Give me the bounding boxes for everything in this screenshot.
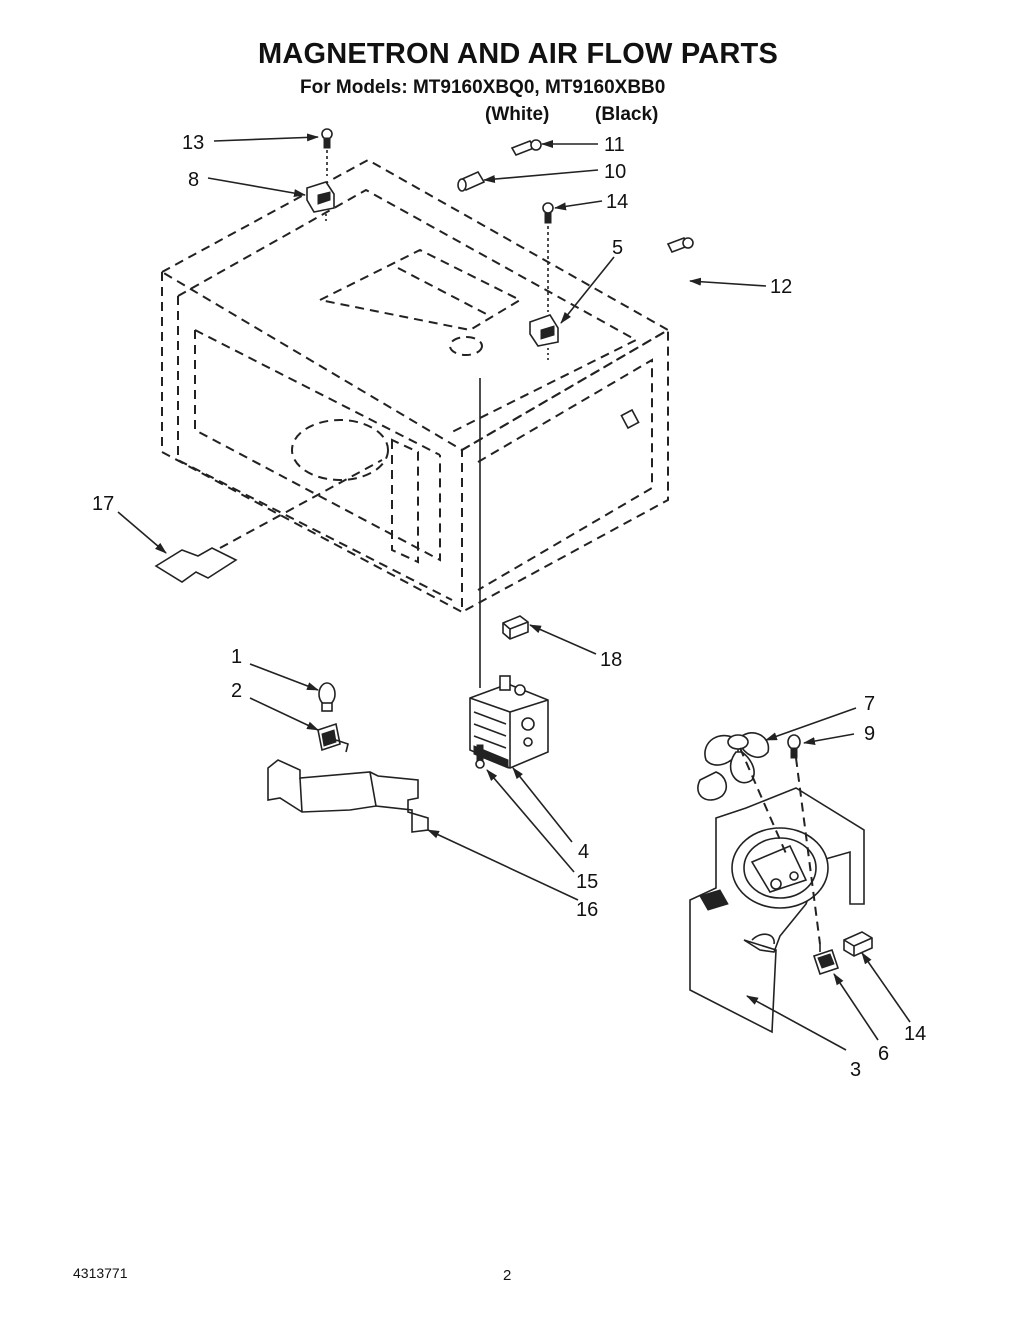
block-13 bbox=[843, 931, 873, 957]
callout-9: 9 bbox=[864, 723, 875, 745]
callout-6: 6 bbox=[878, 1043, 889, 1065]
block-18 bbox=[502, 615, 529, 640]
variant-black-label: (Black) bbox=[595, 104, 659, 125]
callout-10: 10 bbox=[604, 161, 626, 183]
pad-guide-line bbox=[219, 459, 383, 549]
fan-motor-connector-6 bbox=[812, 944, 840, 976]
callout-14-left: 13 bbox=[182, 132, 204, 154]
lamp-1 bbox=[318, 682, 336, 712]
page-title: MAGNETRON AND AIR FLOW PARTS bbox=[257, 38, 779, 70]
leader-lines bbox=[117, 133, 911, 1051]
callout-1: 1 bbox=[231, 646, 242, 668]
fan-shroud-3 bbox=[689, 787, 865, 1034]
magnetron-4 bbox=[469, 675, 549, 769]
lamp-socket-2 bbox=[317, 722, 349, 753]
screw-12 bbox=[666, 236, 694, 254]
motor-guide-line bbox=[795, 757, 821, 945]
callout-5: 5 bbox=[612, 237, 623, 259]
callout-labels: 13 8 11 10 14 5 12 17 18 1 2 7 9 4 15 16… bbox=[92, 132, 926, 1081]
callout-16: 16 bbox=[576, 899, 598, 921]
callout-17: 17 bbox=[92, 493, 114, 515]
fan-blade-7 bbox=[697, 732, 770, 801]
callout-2: 2 bbox=[231, 680, 242, 702]
callout-4: 4 bbox=[578, 841, 589, 863]
callout-3: 3 bbox=[850, 1059, 861, 1081]
bracket-5 bbox=[529, 314, 559, 362]
page-number: 2 bbox=[503, 1267, 512, 1284]
variant-white-label: (White) bbox=[485, 104, 550, 125]
callout-11: 11 bbox=[604, 134, 625, 156]
fan-guide-line bbox=[739, 747, 789, 859]
document-number: 4313771 bbox=[73, 1265, 128, 1281]
callout-12: 12 bbox=[770, 276, 792, 298]
pad-17 bbox=[154, 547, 238, 583]
screw-15 bbox=[475, 744, 485, 769]
callout-13: 14 bbox=[904, 1023, 926, 1045]
callout-18: 18 bbox=[600, 649, 622, 671]
screw-14-right bbox=[542, 202, 554, 312]
callout-14-right: 14 bbox=[606, 191, 628, 213]
bolt-10 bbox=[457, 170, 486, 192]
callout-15: 15 bbox=[576, 871, 598, 893]
bracket-8 bbox=[306, 181, 335, 222]
screw-9 bbox=[787, 734, 801, 759]
screw-11 bbox=[510, 139, 542, 156]
screw-14-left bbox=[321, 128, 333, 176]
callout-8: 8 bbox=[188, 169, 199, 191]
air-duct-16 bbox=[267, 759, 429, 833]
model-subtitle: For Models: MT9160XBQ0, MT9160XBB0 bbox=[300, 77, 666, 98]
microwave-cavity-outline bbox=[159, 158, 671, 614]
callout-7: 7 bbox=[864, 693, 875, 715]
